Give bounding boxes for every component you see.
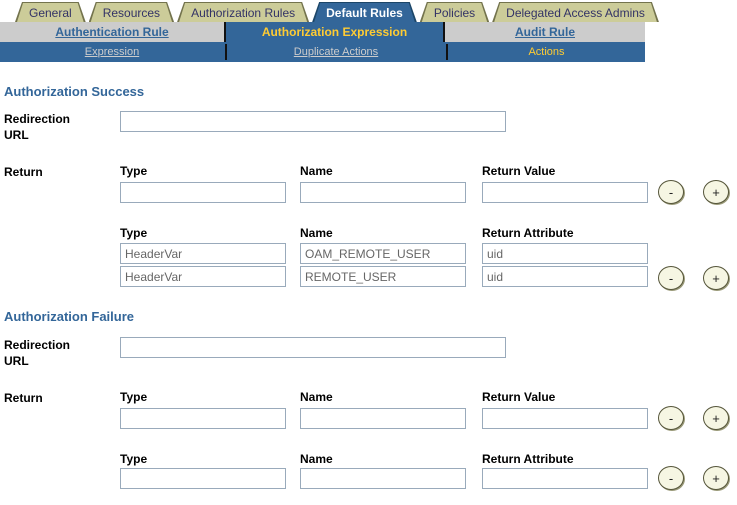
column-header-return-attribute: Return Attribute (482, 452, 574, 466)
failure-redirection-url-label: Redirection URL (4, 338, 71, 368)
failure-attribute-add-button[interactable]: + (703, 466, 729, 490)
tab-label: General (16, 3, 85, 22)
failure-return-name-input[interactable] (300, 408, 466, 429)
column-header-type: Type (120, 164, 148, 178)
tab-label: Authorization Rules (178, 3, 308, 22)
authorization-success-heading: Authorization Success (4, 84, 145, 99)
success-redirection-url-input[interactable] (120, 111, 506, 132)
failure-attribute-type-input[interactable] (120, 468, 286, 489)
success-return-type-input[interactable] (120, 182, 286, 203)
tab-default-rules[interactable]: Default Rules (312, 2, 417, 22)
column-header-return-value: Return Value (482, 390, 556, 404)
tab-policies[interactable]: Policies (420, 2, 489, 22)
success-attribute-type-input[interactable] (120, 243, 286, 264)
success-return-value-input[interactable] (482, 182, 648, 203)
tab-audit-rule[interactable]: Audit Rule (445, 22, 645, 42)
success-attribute-value-input[interactable] (482, 266, 648, 287)
column-header-name: Name (300, 226, 333, 240)
nav-separator (446, 44, 448, 60)
failure-attribute-name-input[interactable] (300, 468, 466, 489)
authorization-failure-heading: Authorization Failure (4, 309, 134, 324)
success-return-label: Return (4, 165, 43, 179)
success-attribute-name-input[interactable] (300, 266, 466, 287)
failure-attribute-remove-button[interactable]: - (658, 466, 684, 490)
column-header-return-value: Return Value (482, 164, 556, 178)
failure-return-value-input[interactable] (482, 408, 648, 429)
success-redirection-url-label: Redirection URL (4, 112, 71, 142)
top-tab-bar: General Resources Authorization Rules De… (15, 2, 659, 22)
success-return-name-input[interactable] (300, 182, 466, 203)
column-header-name: Name (300, 390, 333, 404)
column-header-name: Name (300, 452, 333, 466)
success-attribute-add-button[interactable]: + (703, 266, 729, 290)
success-attribute-type-input[interactable] (120, 266, 286, 287)
column-header-type: Type (120, 452, 148, 466)
tab-authorization-expression[interactable]: Authorization Expression (224, 22, 445, 42)
column-header-return-attribute: Return Attribute (482, 226, 574, 240)
nav-label: Duplicate Actions (293, 46, 379, 58)
tab-label: Authentication Rule (55, 25, 169, 39)
failure-return-remove-button[interactable]: - (658, 406, 684, 430)
success-attribute-remove-button[interactable]: - (658, 266, 684, 290)
failure-return-label: Return (4, 391, 43, 405)
tab-label: Resources (90, 3, 173, 22)
tab-delegated-access-admins[interactable]: Delegated Access Admins (492, 2, 659, 22)
column-header-type: Type (120, 226, 148, 240)
tab-authentication-rule[interactable]: Authentication Rule (0, 22, 224, 42)
nav-separator (225, 44, 227, 60)
actions-nav-bar: Expression Duplicate Actions Actions (0, 42, 645, 62)
rule-tab-bar: Authentication Rule Authorization Expres… (0, 22, 645, 42)
success-return-remove-button[interactable]: - (658, 180, 684, 204)
failure-return-add-button[interactable]: + (703, 406, 729, 430)
failure-attribute-value-input[interactable] (482, 468, 648, 489)
success-return-add-button[interactable]: + (703, 180, 729, 204)
nav-label: Actions (528, 46, 565, 58)
tab-label: Delegated Access Admins (493, 3, 658, 22)
tab-label: Authorization Expression (261, 25, 408, 39)
tab-label: Default Rules (313, 3, 416, 22)
nav-expression[interactable]: Expression (0, 42, 224, 62)
column-header-type: Type (120, 390, 148, 404)
nav-actions[interactable]: Actions (448, 42, 645, 62)
column-header-name: Name (300, 164, 333, 178)
success-attribute-value-input[interactable] (482, 243, 648, 264)
tab-label: Policies (421, 3, 488, 22)
tab-resources[interactable]: Resources (89, 2, 174, 22)
success-attribute-name-input[interactable] (300, 243, 466, 264)
tab-general[interactable]: General (15, 2, 86, 22)
failure-redirection-url-input[interactable] (120, 337, 506, 358)
nav-duplicate-actions[interactable]: Duplicate Actions (227, 42, 445, 62)
tab-authorization-rules[interactable]: Authorization Rules (177, 2, 309, 22)
failure-return-type-input[interactable] (120, 408, 286, 429)
tab-label: Audit Rule (515, 25, 575, 39)
nav-label: Expression (84, 46, 140, 58)
